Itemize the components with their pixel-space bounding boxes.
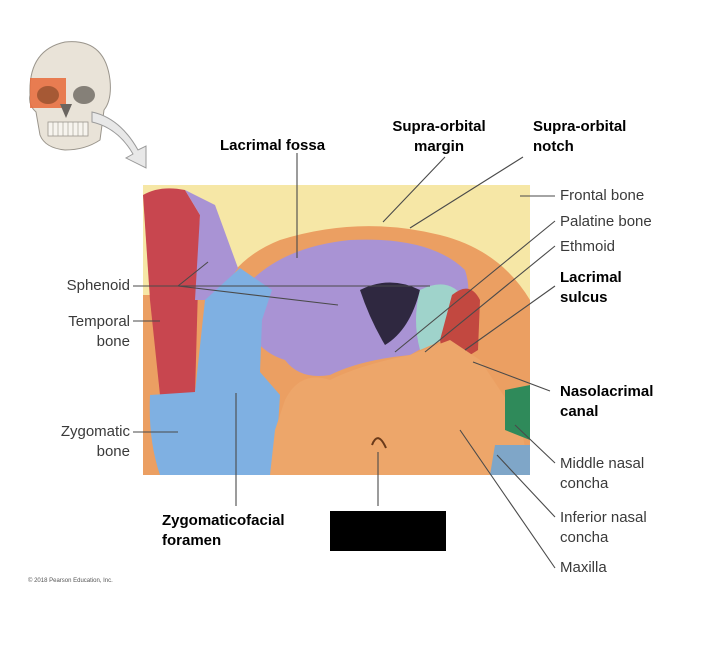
lacrimal-fossa-label: Lacrimal fossa xyxy=(220,137,326,154)
frontal-bone-label: Frontal bone xyxy=(560,187,645,204)
temporal-bone-region xyxy=(143,188,200,395)
maxilla-label: Maxilla xyxy=(560,559,607,576)
orbit-illustration xyxy=(143,185,530,475)
redaction-box xyxy=(330,511,446,551)
middle-nasal-concha-region xyxy=(505,385,530,440)
sphenoid-label: Sphenoid xyxy=(66,277,130,294)
ethmoid-label: Ethmoid xyxy=(560,238,616,255)
maxilla-region xyxy=(270,340,530,475)
copyright-text: © 2018 Pearson Education, Inc. xyxy=(28,578,113,584)
skull-thumbnail-icon xyxy=(29,41,111,151)
palatine-bone-label: Palatine bone xyxy=(560,213,652,230)
orbit-shadow xyxy=(360,282,420,345)
inferior-nasal-concha-region xyxy=(490,445,530,475)
leader-lines xyxy=(133,153,556,569)
pointer-arrow-icon xyxy=(91,111,147,169)
sphenoid-region xyxy=(235,239,469,376)
zygomatic-bone-region xyxy=(149,268,280,475)
